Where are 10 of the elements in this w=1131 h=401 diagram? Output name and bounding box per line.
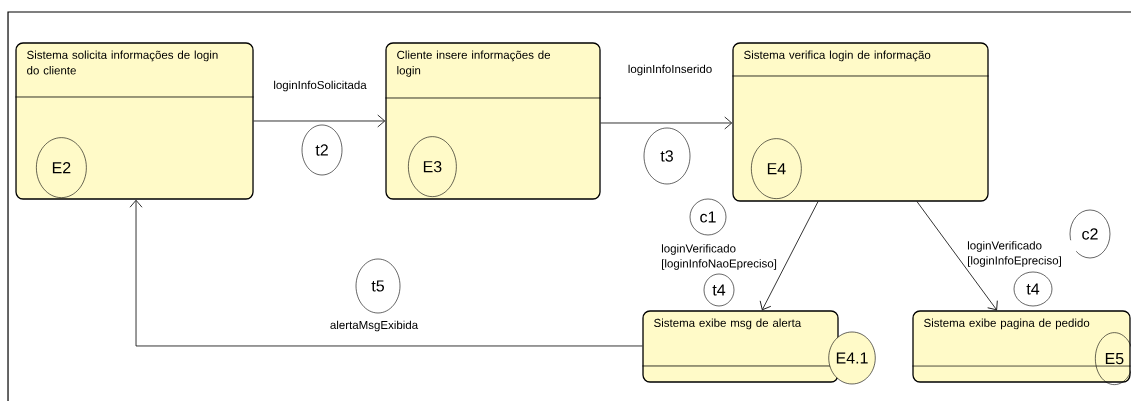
- arrow: [759, 201, 819, 311]
- edge-label: loginInfoInserido: [626, 63, 714, 77]
- edge-label: loginVerificado [loginInfoEpreciso]: [966, 240, 1077, 268]
- arrow: [253, 114, 386, 128]
- arrow: [916, 201, 998, 311]
- edge-label: loginInfoSolicitada: [272, 79, 368, 93]
- edge-label: alertaMsgExibida: [328, 319, 420, 333]
- edge-label: loginVerificado [loginInfoNaoEpreciso]: [660, 243, 777, 271]
- arrow: [129, 199, 643, 347]
- arrow: [600, 116, 733, 130]
